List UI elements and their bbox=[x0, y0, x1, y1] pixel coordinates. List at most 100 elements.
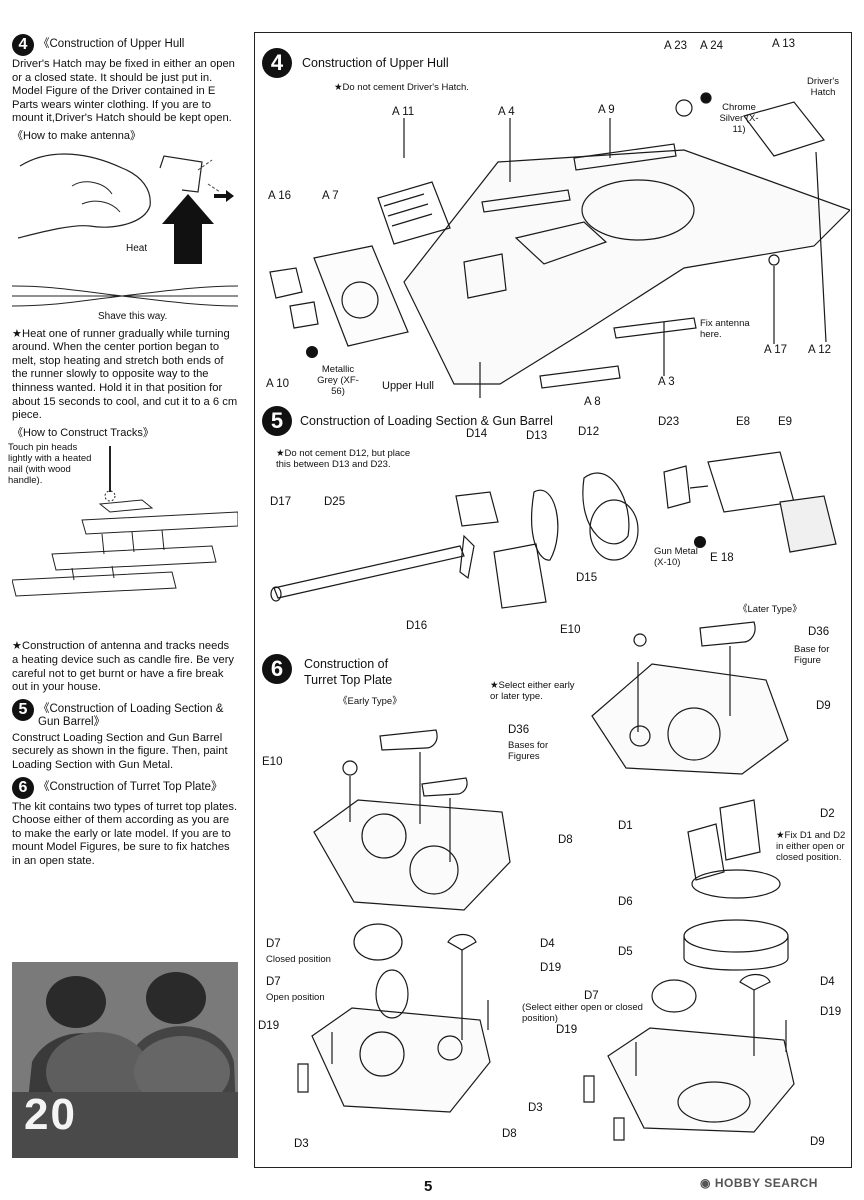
part-label: D8 bbox=[558, 834, 573, 846]
part-label: D9 bbox=[810, 1136, 825, 1148]
part-label: D23 bbox=[658, 416, 680, 428]
part-label: D13 bbox=[526, 430, 548, 442]
part-label: D12 bbox=[578, 426, 600, 438]
upper-hull-label: Upper Hull bbox=[382, 380, 434, 392]
instruction-panel-frame bbox=[254, 32, 852, 1168]
step-5-note: ★Do not cement D12, but place this betwe… bbox=[276, 448, 411, 470]
tracks-heading: 《How to Construct Tracks》 bbox=[12, 426, 154, 439]
bases-for-figures-label: Bases for Figures bbox=[508, 740, 549, 762]
open-position-label: Open position bbox=[266, 992, 325, 1003]
hand-heating-illustration bbox=[11, 152, 239, 307]
part-label: D19 bbox=[258, 1020, 280, 1032]
part-label: D7 bbox=[266, 976, 281, 988]
watermark: ◉ HOBBY SEARCH bbox=[700, 1176, 818, 1190]
later-type-label: 《Later Type》 bbox=[738, 604, 802, 615]
assembly-diagrams bbox=[269, 92, 850, 1141]
section-5-body: Construct Loading Section and Gun Barrel… bbox=[12, 731, 228, 772]
section-6-body: The kit contains two types of turret top… bbox=[12, 800, 238, 868]
part-label: D19 bbox=[820, 1006, 842, 1018]
left-text-column: 4 《Construction of Upper Hull Driver's H… bbox=[8, 34, 239, 873]
part-label: D8 bbox=[502, 1128, 517, 1140]
step-6-title: Construction of Turret Top Plate bbox=[304, 657, 393, 687]
step-6-badge: 6 bbox=[262, 654, 292, 684]
drivers-hatch-label: Driver's Hatch bbox=[807, 76, 839, 98]
part-label: A 13 bbox=[772, 38, 796, 50]
antenna-figure: Heat Shave this way. bbox=[11, 146, 239, 324]
shave-label: Shave this way. bbox=[98, 310, 168, 322]
part-label: D15 bbox=[576, 572, 598, 584]
part-label: D4 bbox=[820, 976, 835, 988]
part-label: E8 bbox=[736, 416, 751, 428]
section-6-header: 6 《Construction of Turret Top Plate》 bbox=[12, 776, 238, 799]
antenna-heading: 《How to make antenna》 bbox=[12, 129, 142, 142]
step-5-badge: 5 bbox=[262, 406, 292, 436]
part-label: A 11 bbox=[392, 106, 415, 118]
tracks-label: Touch pin heads lightly with a heated na… bbox=[8, 442, 92, 487]
part-label: A 10 bbox=[266, 378, 290, 390]
part-label: D3 bbox=[528, 1102, 543, 1114]
part-label: D16 bbox=[406, 620, 428, 632]
select-open-closed-note: (Select either open or closed position) bbox=[522, 1002, 643, 1024]
heat-note: ★Heat one of runner gradually while turn… bbox=[12, 327, 238, 422]
part-label: D1 bbox=[618, 820, 633, 832]
step-number-badge: 6 bbox=[12, 776, 34, 799]
part-label: A 16 bbox=[268, 190, 292, 202]
part-label: A 4 bbox=[498, 106, 515, 118]
part-label: D17 bbox=[270, 496, 292, 508]
part-label: A 7 bbox=[322, 190, 339, 202]
select-type-note: ★Select either early or later type. bbox=[490, 680, 575, 702]
part-label: A 8 bbox=[584, 396, 601, 408]
instruction-panel: 4 Construction of Upper Hull ★Do not cem… bbox=[254, 32, 850, 1166]
part-label: A 23 bbox=[664, 40, 688, 52]
paint-label: Gun Metal (X-10) bbox=[654, 546, 698, 568]
part-label: A 17 bbox=[764, 344, 788, 356]
part-label: A 9 bbox=[598, 104, 615, 116]
caution-note: ★Construction of antenna and tracks need… bbox=[12, 640, 235, 694]
section-title: 《Construction of Upper Hull bbox=[38, 38, 185, 50]
paint-label: Metallic Grey (XF-56) bbox=[317, 364, 359, 397]
section-4-body: Driver's Hatch may be fixed in either an… bbox=[12, 58, 235, 125]
part-label: D19 bbox=[556, 1024, 578, 1036]
step-number-badge: 4 bbox=[12, 34, 34, 56]
early-type-label: 《Early Type》 bbox=[338, 696, 402, 707]
part-label: D36 bbox=[808, 626, 830, 638]
part-label: D7 bbox=[266, 938, 281, 950]
section-4-header: 4 《Construction of Upper Hull bbox=[12, 34, 238, 56]
part-label: A 24 bbox=[700, 40, 724, 52]
figures-photo: 20 bbox=[12, 962, 238, 1158]
part-label: D36 bbox=[508, 724, 530, 736]
page-number: 5 bbox=[424, 1178, 433, 1195]
part-label: D2 bbox=[820, 808, 835, 820]
paint-label: Chrome Silver (X-11) bbox=[719, 102, 759, 135]
part-label: E9 bbox=[778, 416, 793, 428]
step-4-title: Construction of Upper Hull bbox=[302, 56, 449, 70]
step-number-badge: 5 bbox=[12, 698, 34, 721]
part-label: D19 bbox=[540, 962, 562, 974]
step-4-note: ★Do not cement Driver's Hatch. bbox=[334, 82, 469, 93]
part-label: D4 bbox=[540, 938, 555, 950]
heat-label: Heat bbox=[126, 242, 148, 254]
part-label: D9 bbox=[816, 700, 831, 712]
fix-d1-d2-note: ★Fix D1 and D2 in either open or closed … bbox=[776, 830, 846, 863]
fix-antenna-label: Fix antenna here. bbox=[700, 318, 750, 340]
tank-number: 20 bbox=[24, 1090, 77, 1139]
step-4-badge: 4 bbox=[262, 48, 292, 78]
part-label: E10 bbox=[262, 756, 283, 768]
part-label: D25 bbox=[324, 496, 346, 508]
part-label: E10 bbox=[560, 624, 581, 636]
part-label: D6 bbox=[618, 896, 633, 908]
part-label: E 18 bbox=[710, 552, 734, 564]
part-label: D14 bbox=[466, 428, 488, 440]
part-label: A 12 bbox=[808, 344, 832, 356]
section-title: 《Construction of Turret Top Plate》 bbox=[38, 780, 223, 793]
section-5-header: 5 《Construction of Loading Section & Gun… bbox=[12, 698, 238, 730]
part-label: D7 bbox=[584, 990, 599, 1002]
section-title: 《Construction of Loading Section & Gun B… bbox=[38, 702, 224, 729]
closed-position-label: Closed position bbox=[266, 954, 331, 965]
part-label: D3 bbox=[294, 1138, 309, 1150]
watermark-text: HOBBY SEARCH bbox=[714, 1176, 818, 1190]
part-label: A 3 bbox=[658, 376, 675, 388]
step-5-title: Construction of Loading Section & Gun Ba… bbox=[300, 414, 553, 428]
base-for-figure-label: Base for Figure bbox=[794, 644, 830, 666]
part-label: D5 bbox=[618, 946, 633, 958]
